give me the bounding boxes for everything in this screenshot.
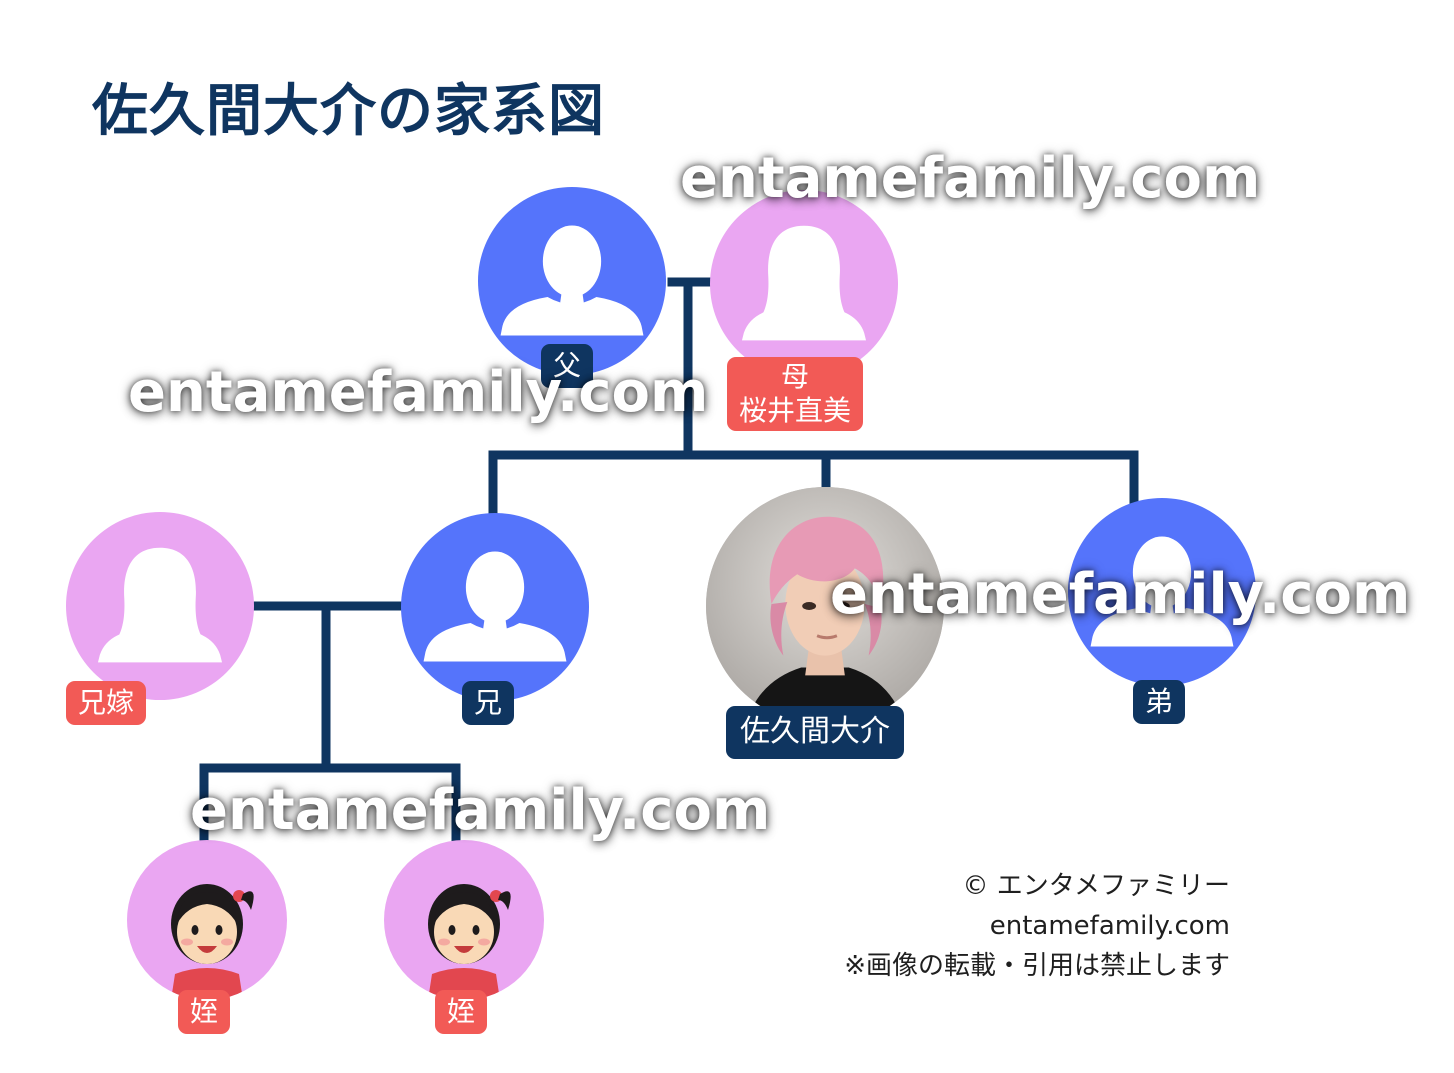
father-label: 父 — [541, 344, 594, 389]
mother-node — [710, 190, 898, 378]
watermark: entamefamily.com — [680, 146, 1261, 211]
younger-brother-label: 弟 — [1133, 680, 1186, 725]
credit-line-2: entamefamily.com — [989, 911, 1230, 941]
niece2-label: 姪 — [435, 990, 488, 1035]
self-label: 佐久間大介 — [726, 706, 904, 759]
niece1-label: 姪 — [178, 990, 231, 1035]
credit-line-1: © エンタメファミリー — [962, 871, 1231, 901]
girl-illustration-icon — [428, 884, 511, 1000]
younger-brother-node — [1068, 498, 1256, 686]
male-silhouette-icon — [423, 551, 567, 662]
brother-wife-label: 兄嫁 — [66, 681, 147, 726]
self-node — [706, 487, 944, 725]
girl-illustration-icon — [171, 884, 254, 1000]
female-silhouette-icon — [97, 547, 223, 663]
watermark: entamefamily.com — [830, 562, 1411, 627]
brother-node — [401, 513, 589, 701]
father-node — [478, 187, 666, 375]
mother-name: 桜井直美 — [739, 394, 852, 428]
portrait-photo — [706, 487, 944, 725]
page-title: 佐久間大介の家系図 — [92, 79, 605, 144]
mother-label: 母 桜井直美 — [727, 357, 864, 432]
male-silhouette-icon — [1090, 536, 1234, 647]
niece2-node — [384, 840, 544, 1000]
female-silhouette-icon — [741, 225, 867, 341]
male-silhouette-icon — [500, 225, 644, 336]
watermark: entamefamily.com — [190, 778, 771, 843]
copyright-notice: © エンタメファミリー entamefamily.com ※画像の転載・引用は禁… — [844, 866, 1230, 986]
watermark: entamefamily.com — [128, 360, 709, 425]
credit-line-3: ※画像の転載・引用は禁止します — [844, 951, 1230, 981]
mother-role: 母 — [781, 360, 810, 393]
brother-label: 兄 — [462, 681, 515, 726]
brother-wife-node — [66, 512, 254, 700]
niece1-node — [127, 840, 287, 1000]
